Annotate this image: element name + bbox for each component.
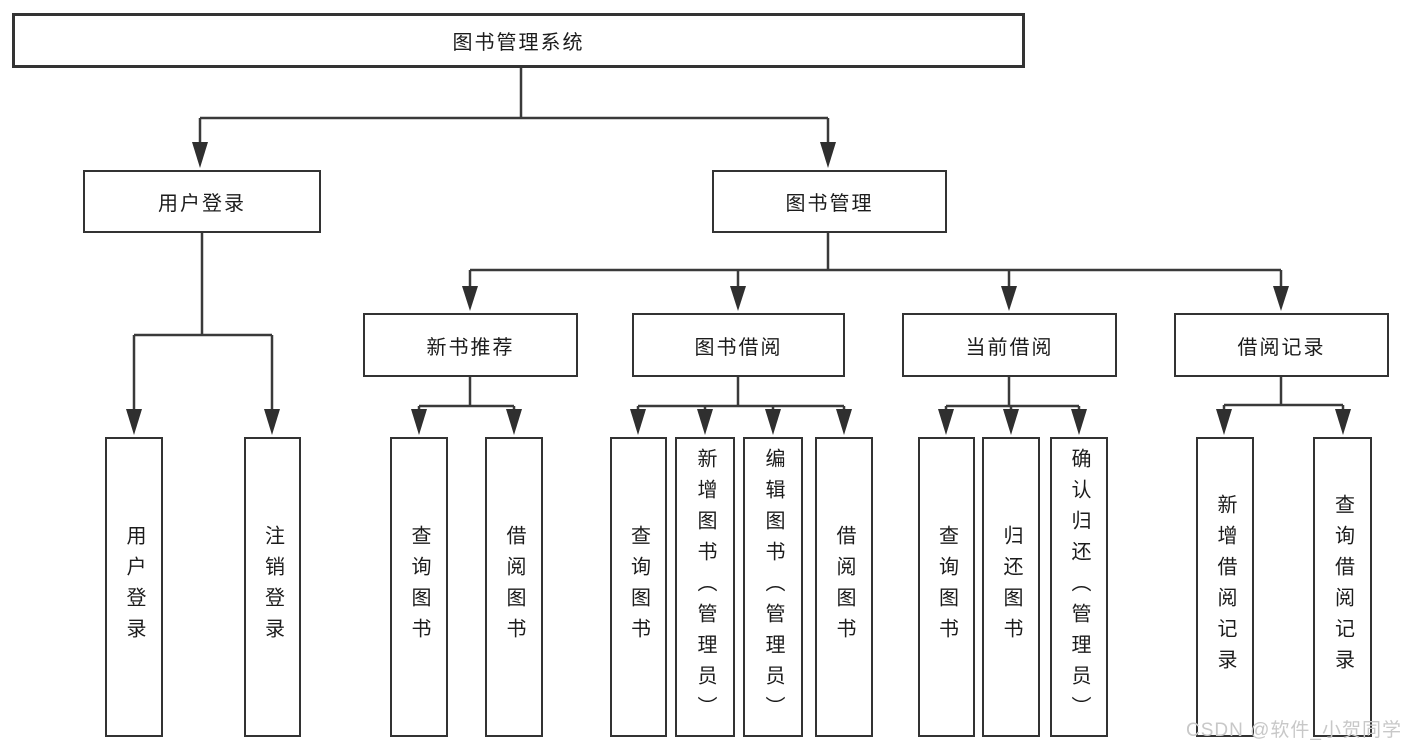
node-root-system: 图书管理系统 [12, 13, 1025, 68]
leaf-query-borrow-record: 查询借阅记录 [1313, 437, 1372, 737]
node-new-book-recommend: 新书推荐 [363, 313, 578, 377]
leaf-add-borrow-record: 新增借阅记录 [1196, 437, 1254, 737]
leaf-confirm-return-admin: 确认归还（管理员） [1050, 437, 1108, 737]
node-current-borrow: 当前借阅 [902, 313, 1117, 377]
node-book-management: 图书管理 [712, 170, 947, 233]
leaf-return-book: 归还图书 [982, 437, 1040, 737]
leaf-edit-book-admin: 编辑图书（管理员） [743, 437, 803, 737]
leaf-user-login: 用户登录 [105, 437, 163, 737]
leaf-borrow-books-borrow: 借阅图书 [815, 437, 873, 737]
leaf-query-books-recommend: 查询图书 [390, 437, 448, 737]
leaf-query-books-borrow: 查询图书 [610, 437, 667, 737]
node-borrow-records: 借阅记录 [1174, 313, 1389, 377]
node-book-borrow: 图书借阅 [632, 313, 845, 377]
leaf-add-book-admin: 新增图书（管理员） [675, 437, 735, 737]
leaf-logout: 注销登录 [244, 437, 301, 737]
leaf-borrow-books-recommend: 借阅图书 [485, 437, 543, 737]
node-user-login: 用户登录 [83, 170, 321, 233]
leaf-query-books-current: 查询图书 [918, 437, 975, 737]
watermark: CSDN @软件_小贺同学 [1186, 720, 1402, 741]
